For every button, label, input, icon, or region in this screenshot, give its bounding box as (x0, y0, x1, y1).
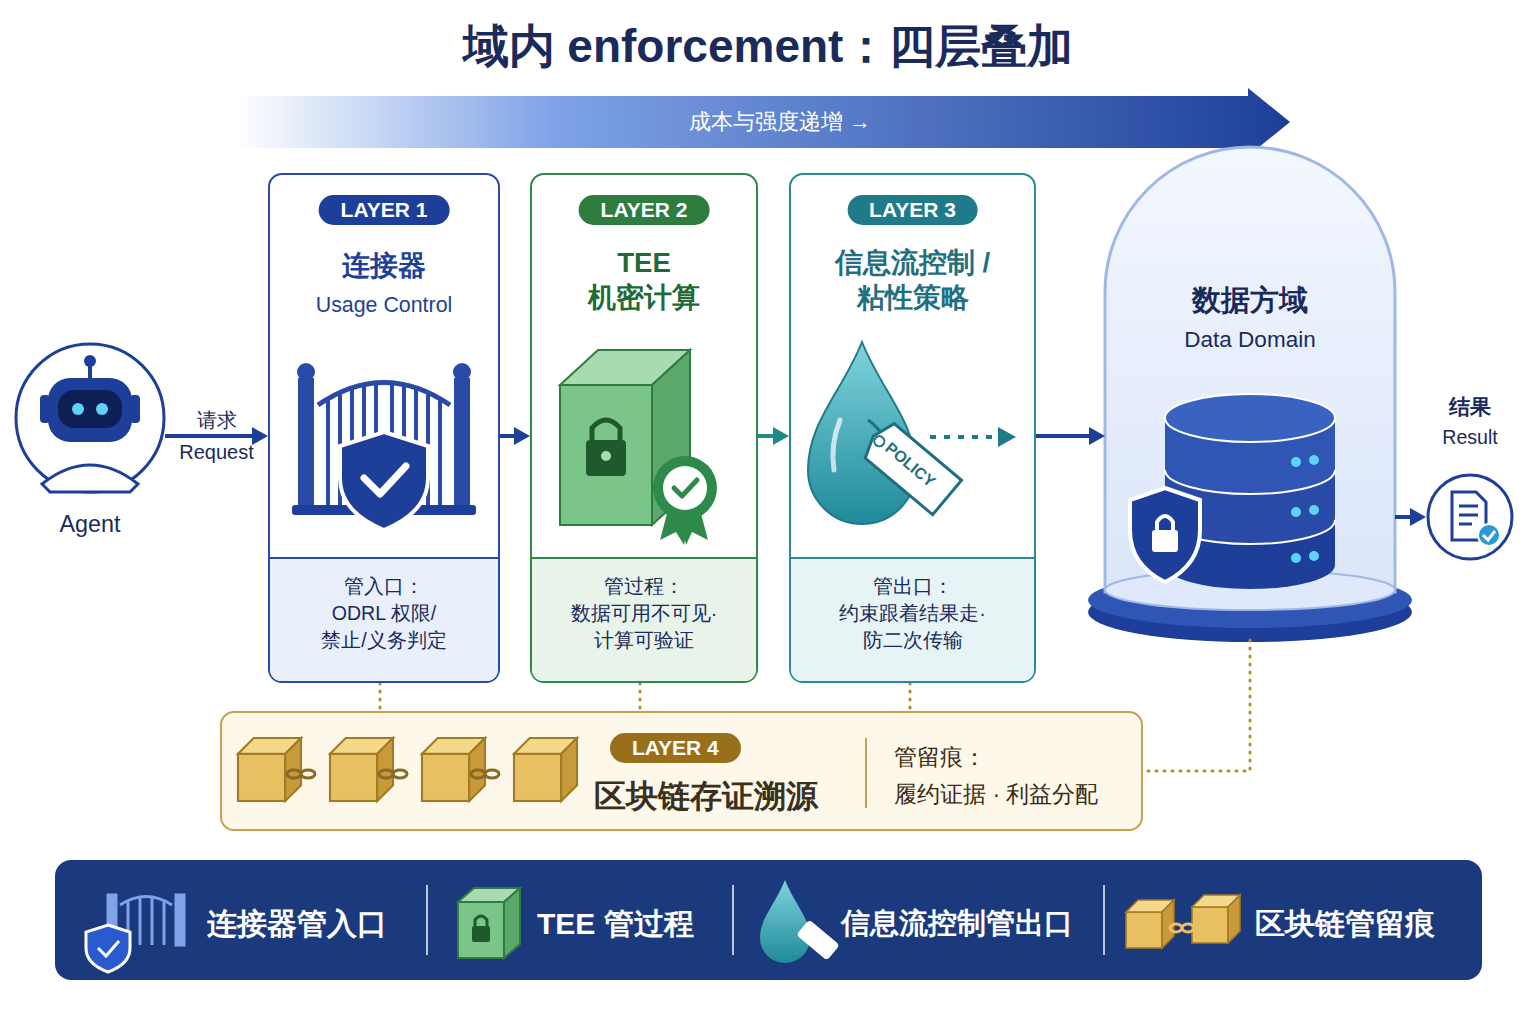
flow-arrow (500, 427, 530, 445)
result-label: Result (1426, 426, 1514, 449)
dotted-link (640, 683, 641, 711)
summary-item: TEE 管过程 (537, 904, 694, 945)
text-line: 管留痕： (894, 739, 1098, 776)
text-line: 粘性策略 (791, 280, 1034, 315)
flow-arrow (1395, 508, 1426, 526)
summary-band (55, 860, 1482, 980)
text-line: 机密计算 (532, 280, 756, 315)
flow-arrow (758, 427, 789, 445)
layer-body: 管留痕： 履约证据 · 利益分配 (894, 739, 1098, 813)
dotted-link (910, 683, 911, 711)
text-line: TEE (532, 245, 756, 280)
text-line: 管入口： (270, 573, 498, 600)
agent-icon (16, 344, 164, 492)
gate-icon (292, 363, 476, 530)
title: 域内 enforcement：四层叠加 (0, 16, 1536, 78)
text-line: Request (157, 436, 277, 468)
connector-line (639, 683, 642, 711)
domain-subheading: Data Domain (1105, 327, 1395, 353)
band-icons (86, 880, 1240, 972)
text-line: 计算可验证 (532, 627, 756, 654)
connector-line (379, 683, 382, 711)
arrowhead (1410, 508, 1426, 526)
agent-node: Agent (15, 335, 165, 550)
layer-pill: LAYER 3 (847, 195, 978, 225)
result-icon (1428, 475, 1512, 559)
layer-body: 管出口： 约束跟着结果走· 防二次传输 (791, 557, 1034, 681)
tag-label: POLICY (866, 426, 954, 504)
text-line: 防二次传输 (791, 627, 1034, 654)
text-line: 管过程： (532, 573, 756, 600)
banner-label: 成本与强度递增 → (600, 107, 960, 137)
banner-arrow (235, 88, 1290, 156)
layer-heading: 区块链存证溯源 (594, 775, 818, 819)
layer-pill: LAYER 1 (319, 195, 450, 225)
connector-line (909, 683, 912, 711)
summary-band: 连接器管入口 TEE 管过程 信息流控制管出口 区块链管留痕 (55, 860, 1482, 980)
tee-cube-icon (560, 350, 717, 545)
layer-box: LAYER 3 信息流控制 / 粘性策略管出口： 约束跟着结果走· 防二次传输 (789, 173, 1036, 683)
text-line: 履约证据 · 利益分配 (894, 776, 1098, 813)
dotted-link (380, 683, 381, 711)
summary-item: 连接器管入口 (207, 904, 387, 945)
layer-heading: TEE 机密计算 (532, 245, 756, 316)
dotted-link (1143, 640, 1250, 771)
layer-box: LAYER 2 TEE 机密计算管过程： 数据可用不可见· 计算可验证 (530, 173, 758, 683)
layer-body: 管入口： ODRL 权限/ 禁止/义务判定 (270, 557, 498, 681)
arrowhead (252, 427, 268, 445)
node-label: Agent (15, 511, 165, 538)
connector-line (165, 434, 258, 438)
layer-heading: 连接器 (270, 247, 498, 284)
text-line: 数据可用不可见· (532, 600, 756, 627)
summary-item: 区块链管留痕 (1255, 904, 1435, 945)
result-node: 结果 Result (1426, 388, 1514, 563)
layer-body: 管过程： 数据可用不可见· 计算可验证 (532, 557, 756, 681)
layer-pill: LAYER 2 (579, 195, 710, 225)
divider (865, 738, 867, 808)
arrowhead (514, 427, 530, 445)
text-line: 禁止/义务判定 (270, 627, 498, 654)
arrowhead (1089, 427, 1105, 445)
domain-heading: 数据方域 (1105, 281, 1395, 321)
chain-blocks (238, 738, 577, 801)
flow-arrow (1036, 427, 1105, 445)
connector-line (1036, 434, 1095, 438)
layer-pill: LAYER 4 (610, 733, 741, 763)
data-domain-dome (1088, 147, 1412, 642)
layer-heading: 信息流控制 / 粘性策略 (791, 245, 1034, 316)
layer4-ground (220, 711, 1143, 831)
arrowhead (773, 427, 789, 445)
ledger-layer-box: LAYER 4 区块链存证溯源 管留痕： 履约证据 · 利益分配 (220, 711, 1143, 831)
data-domain-node: 数据方域 Data Domain (1105, 195, 1395, 640)
connector-line (1143, 640, 1250, 771)
text-line: 管出口： (791, 573, 1034, 600)
layer-box: LAYER 1 连接器 Usage Control 管入口： ODRL 权限/ 禁止/… (268, 173, 500, 683)
layer-subheading: Usage Control (270, 293, 498, 318)
result-label: 结果 (1426, 392, 1514, 421)
policy-drop-icon (808, 342, 1016, 524)
text-line: 请求 (157, 404, 277, 436)
summary-item: 信息流控制管出口 (841, 904, 1073, 944)
text-line: 约束跟着结果走· (791, 600, 1034, 627)
text-line: ODRL 权限/ (270, 600, 498, 627)
text-line: 信息流控制 / (791, 245, 1034, 280)
edge-label: 请求 Request (157, 404, 277, 468)
